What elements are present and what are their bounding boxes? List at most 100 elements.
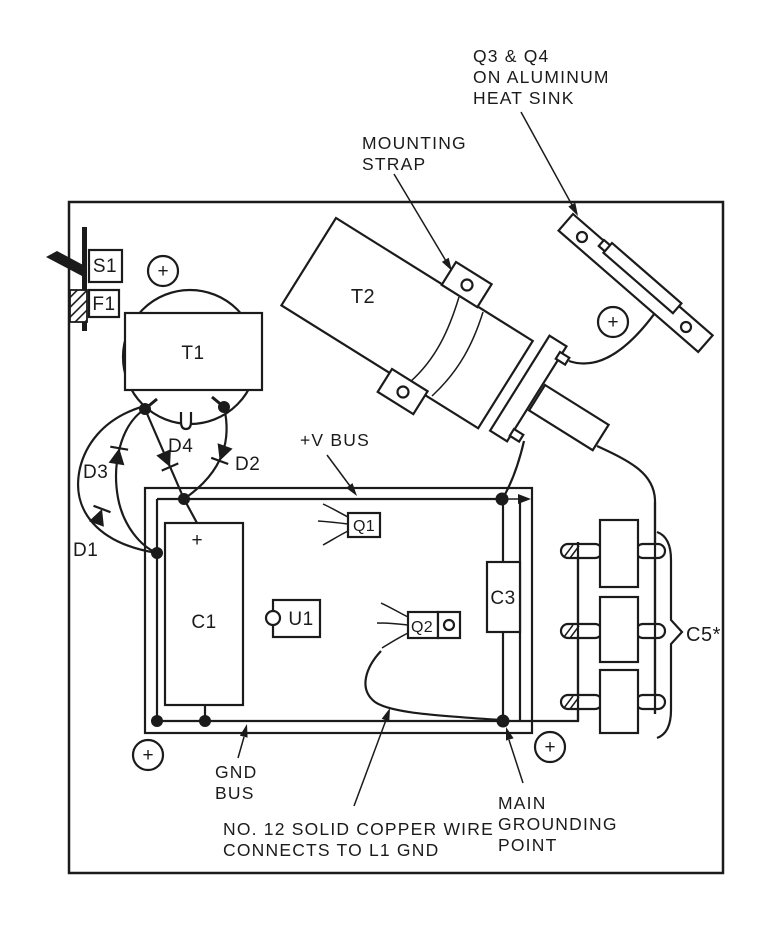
c1-label: C1: [191, 612, 216, 633]
c3-label: C3: [490, 588, 515, 609]
t2-strap-band: [409, 296, 484, 397]
heatsink-leader-arrowhead: [568, 202, 578, 216]
diode-d4-symbol: [156, 449, 171, 467]
q3-q4-transistor-bar: [601, 241, 683, 315]
strap-note-line1: MOUNTING: [362, 133, 467, 153]
diode-d4-cathode-bar: [161, 462, 179, 472]
q2-label: Q2: [411, 619, 433, 636]
callouts: Q3 & Q4 ON ALUMINUM HEAT SINK MOUNTING S…: [215, 46, 618, 860]
copper-wire-note-line2: CONNECTS TO L1 GND: [223, 840, 439, 860]
c5-terminal: [559, 622, 604, 640]
fuse-f1-box: [87, 288, 121, 319]
t2-core-protrusion: [527, 383, 611, 452]
toggle-switch-lever: [46, 251, 85, 276]
c5-terminal: [634, 622, 667, 640]
u1-notch: [264, 609, 282, 627]
main-ground-note-line1: MAIN: [498, 793, 547, 813]
c5-capacitor-1: [598, 518, 640, 589]
gndbus-note-line1: GND: [215, 762, 258, 782]
front-panel: S1 F1: [46, 227, 124, 331]
rectifier-gnd-junction-dot: [151, 547, 163, 559]
c5-capacitor-2: [598, 595, 640, 664]
copper-wire-leader-arrowhead: [381, 708, 390, 722]
strap-tab-top: [440, 260, 494, 309]
mounting-screws: + + + +: [131, 254, 630, 772]
c5-brace: [656, 530, 684, 740]
capacitor-c3: [485, 560, 522, 634]
c5-terminal: [634, 693, 667, 711]
pcb-outline: [143, 486, 534, 735]
mounting-screw-icon: [533, 730, 567, 764]
vbus-leader-arrowhead: [346, 483, 357, 496]
diode-d3-cathode-bar: [110, 445, 129, 451]
c5-terminal: [559, 693, 604, 711]
c1-gnd-dot: [199, 715, 211, 727]
transformer-t2: T2: [279, 216, 667, 714]
t2-terminal-bottom: [508, 427, 525, 444]
d4-label: D4: [168, 436, 193, 457]
q1-label: Q1: [353, 518, 375, 535]
t1-body: [123, 311, 264, 392]
diode-d2-cathode-bar: [210, 456, 229, 466]
copper-ground-wire: [364, 650, 502, 722]
strap-tab-bottom-hole: [396, 385, 410, 399]
v-bus-arrowhead: [518, 494, 531, 504]
heatsink-leader-line: [520, 111, 573, 206]
switch-s1-box: [87, 248, 124, 284]
strap-leader-arrowhead: [441, 257, 452, 271]
strap-leader-line: [393, 173, 447, 262]
gndbus-note-line2: BUS: [215, 783, 255, 803]
strap-tab-top-hole: [460, 278, 474, 292]
c5-label: C5*: [686, 624, 721, 646]
c5-capacitor-3: [598, 668, 640, 735]
diode-symbols: D1 D2 D3 D4: [73, 436, 260, 561]
pcb-components: + C1 U1 Q1 Q2 C3: [163, 503, 522, 707]
d1-label: D1: [73, 540, 98, 561]
screw-cross: +: [142, 745, 153, 766]
strap-note-line2: STRAP: [362, 154, 426, 174]
mounting-screw-icon: [146, 254, 180, 288]
heatsink-hole-bottom: [679, 320, 693, 334]
f1-label: F1: [92, 294, 115, 315]
diode-d2-symbol: [217, 443, 233, 461]
c5-terminal-hatch: [563, 544, 580, 710]
heatsink-note-line1: Q3 & Q4: [473, 46, 550, 66]
q1-leads: [317, 503, 349, 546]
main-ground-leader-line: [508, 739, 524, 784]
t1-label: T1: [181, 343, 204, 364]
t2-end-flange: [488, 334, 569, 443]
t1-bell-tab: [179, 412, 193, 431]
s1-label: S1: [93, 256, 117, 277]
u1-label: U1: [288, 609, 313, 630]
main-ground-note-line2: GROUNDING: [498, 814, 618, 834]
d3-label: D3: [83, 462, 108, 483]
vbus-c3-junction-dot: [495, 492, 509, 506]
d2-label: D2: [235, 454, 260, 475]
heatsink-hole-top: [575, 230, 589, 244]
t2-body: [279, 216, 535, 430]
panel-bracket: [82, 227, 87, 331]
screw-cross: +: [157, 261, 168, 282]
t2-terminal-top: [554, 350, 571, 367]
chassis-outline: [67, 200, 725, 875]
vbus-c1-junction-dot: [178, 493, 190, 505]
diode-d1-symbol: [88, 509, 104, 527]
main-grounding-point-dot: [496, 714, 510, 728]
mounting-screw-icon: [131, 738, 165, 772]
heat-sink-assembly: [557, 212, 715, 354]
heatsink-note-line2: ON ALUMINUM: [473, 67, 610, 87]
heatsink-note-line3: HEAT SINK: [473, 88, 575, 108]
gndbus-leader-line: [237, 736, 245, 759]
fuse-holder: [69, 289, 88, 323]
solder-junctions: [139, 401, 510, 728]
main-ground-leader-arrowhead: [506, 727, 514, 741]
mounting-screw-icon: [596, 305, 630, 339]
diode-d1-cathode-bar: [93, 504, 111, 514]
q2-tab-hole: [442, 618, 456, 632]
transistor-q2: [406, 610, 440, 640]
gndbus-leader-arrowhead: [239, 724, 248, 738]
copper-wire-note-line1: NO. 12 SOLID COPPER WIRE: [223, 819, 494, 839]
q2-leads: [376, 602, 409, 649]
